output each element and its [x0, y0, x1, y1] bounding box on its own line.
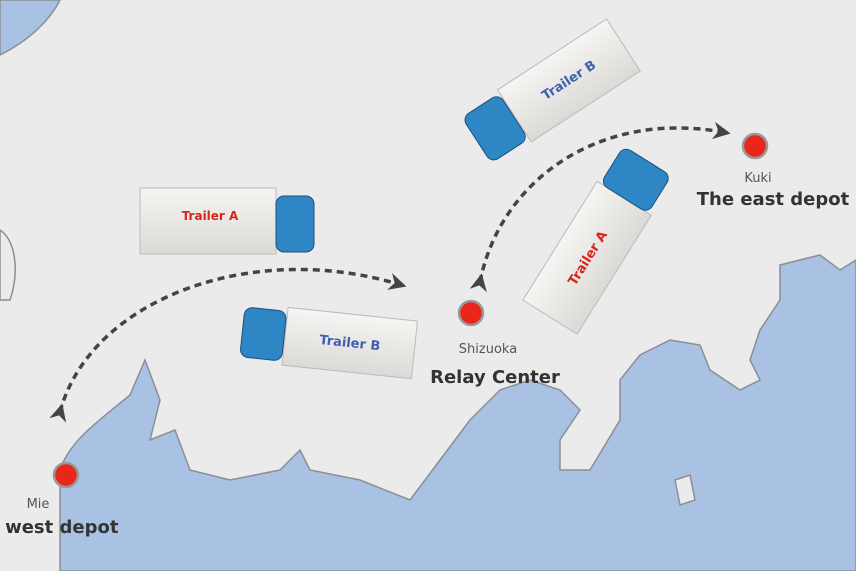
arrow-mie-to-shizuoka — [49, 267, 407, 423]
depot-label-west: The west depot — [0, 517, 119, 538]
sea-main — [59, 254, 856, 571]
depot-label-relay-center: Relay Center — [430, 367, 560, 388]
route-arrows — [49, 121, 731, 423]
truck-trailer-a-left: Trailer A — [139, 187, 315, 255]
city-label-mie: Mie — [26, 497, 50, 512]
marker-shizuoka — [457, 299, 485, 327]
island — [674, 474, 696, 506]
depot-label-east: The east depot — [696, 189, 850, 210]
location-markers — [52, 132, 769, 489]
marker-mie — [52, 461, 80, 489]
trailer-label: Trailer A — [182, 209, 239, 223]
sea-top-left — [0, 0, 61, 56]
trailer-label: Trailer B — [319, 333, 381, 354]
city-label-shizuoka: Shizuoka — [458, 342, 518, 357]
arrow-shizuoka-to-kuki — [469, 121, 731, 293]
truck-trailer-b-lower: Trailer B — [240, 306, 419, 380]
truck-trailer-a-right: Trailer A — [522, 148, 669, 335]
truck-trailer-b-top: Trailer B — [464, 18, 642, 161]
marker-kuki — [741, 132, 769, 160]
sea-left — [0, 229, 16, 301]
city-label-kuki: Kuki — [744, 171, 772, 186]
